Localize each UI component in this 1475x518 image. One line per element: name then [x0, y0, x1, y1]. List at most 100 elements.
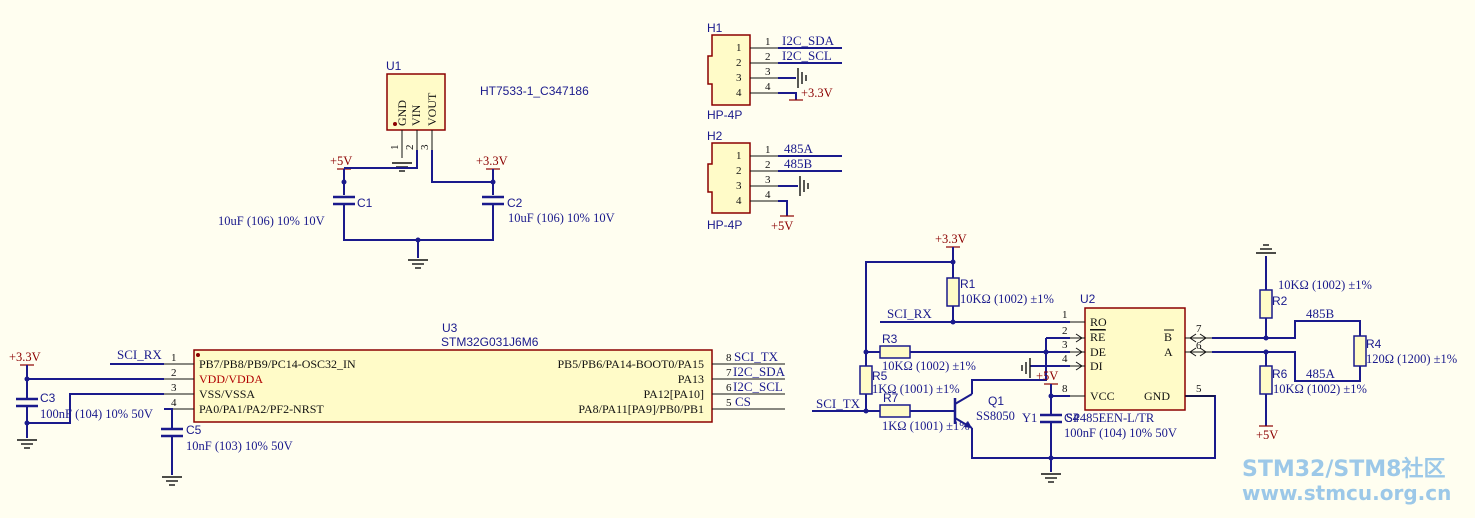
u3-net-i2c-scl: I2C_SCL [733, 379, 783, 394]
h1-designator: H1 [707, 21, 723, 35]
r7-resistor: R7 1KΩ (1001) ±1% [879, 391, 970, 433]
u1-num2: 2 [404, 145, 416, 151]
h2-pin2: 2 [736, 165, 742, 177]
h2-outer1: 1 [765, 144, 771, 156]
h2-designator: H2 [707, 129, 723, 143]
r2-designator: R2 [1272, 294, 1288, 308]
u3-net-i2c-sda: I2C_SDA [733, 364, 786, 379]
u3-num3: 3 [171, 382, 177, 394]
r6-resistor: R6 10KΩ (1002) ±1% [1259, 365, 1367, 396]
u1-pin-vout: VOUT [425, 92, 439, 126]
u1-num3: 3 [419, 144, 431, 150]
c2-designator: C2 [507, 196, 523, 210]
ground-symbol-u2-left [1021, 357, 1031, 379]
u3-left-pin2: VDD/VDDA [199, 372, 263, 386]
r6-value: 10KΩ (1002) ±1% [1273, 382, 1367, 396]
h2-outer3: 3 [765, 174, 771, 186]
u3-net-sci-tx: SCI_TX [734, 349, 779, 364]
q1-transistor: Q1 SS8050 Y1 [948, 393, 1037, 429]
u3-body [193, 349, 713, 423]
u2-num5: 5 [1196, 383, 1202, 395]
u2-pin-de: DE [1090, 345, 1106, 359]
ground-symbol-c1c2 [407, 259, 429, 269]
u2-pin-b: B [1164, 330, 1172, 344]
h1-body [707, 34, 751, 106]
power-5v-u1: +5V [330, 154, 352, 168]
u1-part: HT7533-1_C347186 [480, 84, 589, 98]
c4-value: 100nF (104) 10% 50V [1064, 426, 1177, 440]
c3-value: 100nF (104) 10% 50V [40, 407, 153, 421]
u1-pin-vin: VIN [409, 104, 423, 126]
r1-value: 10KΩ (1002) ±1% [960, 292, 1054, 306]
u3-right-pin8: PB5/PB6/PA14-BOOT0/PA15 [558, 357, 705, 371]
u3-num4: 4 [171, 397, 177, 409]
c3-designator: C3 [40, 391, 56, 405]
u1-regulator: U1 GND VIN VOUT HT7533-1_C347186 1 2 3 [386, 59, 589, 172]
h1-outer4: 4 [765, 81, 771, 93]
c5-capacitor: C5 10nF (103) 10% 50V [161, 423, 293, 453]
h1-pin1: 1 [736, 42, 742, 54]
u3-left-pin3: VSS/VSSA [199, 387, 255, 401]
u2-num8: 8 [1062, 383, 1068, 395]
h1-net-sda: I2C_SDA [782, 33, 835, 48]
c5-value: 10nF (103) 10% 50V [186, 439, 293, 453]
u2-pin-gnd: GND [1144, 389, 1170, 403]
u2-part: SP485EEN-L/TR [1066, 411, 1155, 425]
h1-outer2: 2 [765, 51, 771, 63]
h2-pin1: 1 [736, 150, 742, 162]
u3-part: STM32G031J6M6 [441, 335, 539, 349]
r5-designator: R5 [872, 369, 888, 383]
u1-body [386, 73, 446, 131]
u2-designator: U2 [1080, 292, 1096, 306]
h1-net-scl: I2C_SCL [782, 48, 832, 63]
h2-outer2: 2 [765, 159, 771, 171]
u3-right-pin7: PA13 [678, 372, 704, 386]
net-485a: 485A [1306, 366, 1336, 381]
u3-num1: 1 [171, 352, 177, 364]
h2-outer4: 4 [765, 189, 771, 201]
u3-num2: 2 [171, 367, 177, 379]
h2-header: H2 1 2 3 4 1 2 3 4 HP-4P [707, 129, 778, 232]
power-33v-h1: +3.3V [801, 86, 833, 100]
power-5v-u2: +5V [1036, 369, 1058, 383]
u2-num1: 1 [1062, 309, 1068, 321]
u2-pin-vcc: VCC [1090, 389, 1115, 403]
h1-pin4: 4 [736, 87, 742, 99]
u1-pin-gnd: GND [395, 100, 409, 126]
u2-net-sci-tx: SCI_TX [816, 396, 861, 411]
power-5v-h2: +5V [771, 219, 793, 233]
q1-y1: Y1 [1022, 411, 1037, 425]
u3-mcu: U3 STM32G031J6M6 PB7/PB8/PB9/PC14-OSC32_… [164, 321, 785, 423]
r7-designator: R7 [883, 391, 899, 405]
h1-pin3: 3 [736, 72, 742, 84]
r7-value: 1KΩ (1001) ±1% [882, 419, 970, 433]
net-485b: 485B [1306, 306, 1335, 321]
u3-designator: U3 [442, 321, 458, 335]
q1-part: SS8050 [976, 409, 1015, 423]
u3-left-pin4: PA0/PA1/PA2/PF2-NRST [199, 402, 324, 416]
u1-num1: 1 [389, 145, 401, 151]
c4-capacitor: C4 100nF (104) 10% 50V [1040, 411, 1177, 440]
h2-net-485a: 485A [784, 141, 814, 156]
u3-net-sci-rx: SCI_RX [117, 347, 162, 362]
u2-pin-a: A [1164, 345, 1173, 359]
r1-resistor: R1 10KΩ (1002) ±1% [946, 277, 1054, 307]
u3-net-cs: CS [735, 394, 751, 409]
r5-resistor: R5 1KΩ (1001) ±1% [859, 365, 960, 396]
u2-pin-ro: RO [1090, 315, 1107, 329]
c3-capacitor: C3 100nF (104) 10% 50V [16, 391, 153, 421]
c1-designator: C1 [357, 196, 373, 210]
h1-outer1: 1 [765, 36, 771, 48]
u2-body [1084, 307, 1186, 411]
h2-ground-symbol [799, 175, 809, 197]
watermark-line1: STM32/STM8社区 [1242, 456, 1445, 482]
u2-pin-di: DI [1090, 359, 1103, 373]
r4-value: 120Ω (1200) ±1% [1366, 352, 1457, 366]
r3-value: 10KΩ (1002) ±1% [882, 359, 976, 373]
u3-num7: 7 [726, 367, 732, 379]
u3-left-pin1: PB7/PB8/PB9/PC14-OSC32_IN [199, 357, 356, 371]
c1-value: 10uF (106) 10% 10V [218, 214, 325, 228]
r5-value: 1KΩ (1001) ±1% [872, 382, 960, 396]
h1-ground-symbol [797, 67, 807, 89]
